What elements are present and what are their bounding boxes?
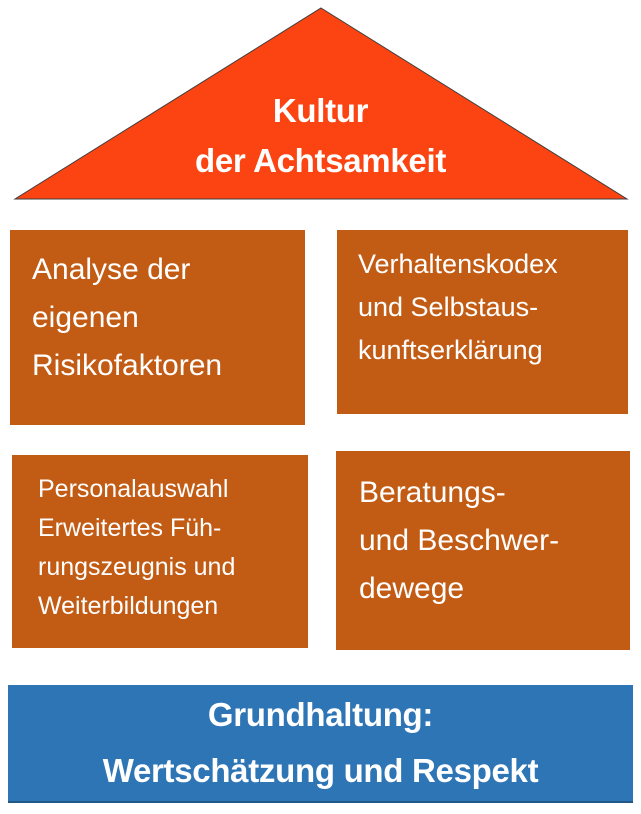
- roof-title: Kultur der Achtsamkeit: [0, 86, 641, 186]
- foundation-line-2: Wertschätzung und Respekt: [102, 752, 539, 789]
- pillar-beratungswege: Beratungs- und Beschwer- dewege: [336, 451, 630, 650]
- pillar-analyse-line-3: Risikofaktoren: [32, 349, 223, 382]
- pillar-personalauswahl-line-1: Personalauswahl: [38, 475, 229, 503]
- pillar-personalauswahl-line-4: Weiterbildungen: [38, 592, 219, 620]
- roof-triangle-shape: [13, 7, 629, 200]
- pillar-analyse-risikofaktoren: Analyse der eigenen Risikofaktoren: [10, 230, 305, 425]
- pillar-verhaltenskodex-line-1: Verhaltenskodex: [358, 249, 558, 279]
- pillar-analyse-line-2: eigenen: [32, 301, 139, 334]
- pillar-beratungswege-line-1: Beratungs-: [359, 476, 506, 509]
- pillar-personalauswahl-line-2: Erweitertes Füh-: [38, 514, 222, 542]
- roof-title-line-2: der Achtsamkeit: [194, 142, 447, 179]
- pillar-beratungswege-line-3: dewege: [359, 572, 465, 605]
- pillar-personalauswahl-line-3: rungszeugnis und: [38, 553, 236, 581]
- pillar-personalauswahl: Personalauswahl Erweitertes Füh- rungsze…: [12, 455, 308, 648]
- foundation-grundhaltung: Grundhaltung: Wertschätzung und Respekt: [8, 685, 633, 803]
- pillar-verhaltenskodex-line-3: kunftserklärung: [358, 335, 543, 365]
- pillar-beratungswege-line-2: und Beschwer-: [359, 524, 560, 557]
- pillar-verhaltenskodex-line-2: und Selbstaus-: [358, 292, 539, 322]
- pillar-verhaltenskodex: Verhaltenskodex und Selbstaus- kunftserk…: [337, 230, 628, 414]
- roof-title-line-1: Kultur: [272, 92, 369, 129]
- pillar-analyse-line-1: Analyse der: [32, 253, 191, 286]
- roof-triangle: [13, 7, 629, 200]
- foundation-line-1: Grundhaltung:: [207, 696, 434, 733]
